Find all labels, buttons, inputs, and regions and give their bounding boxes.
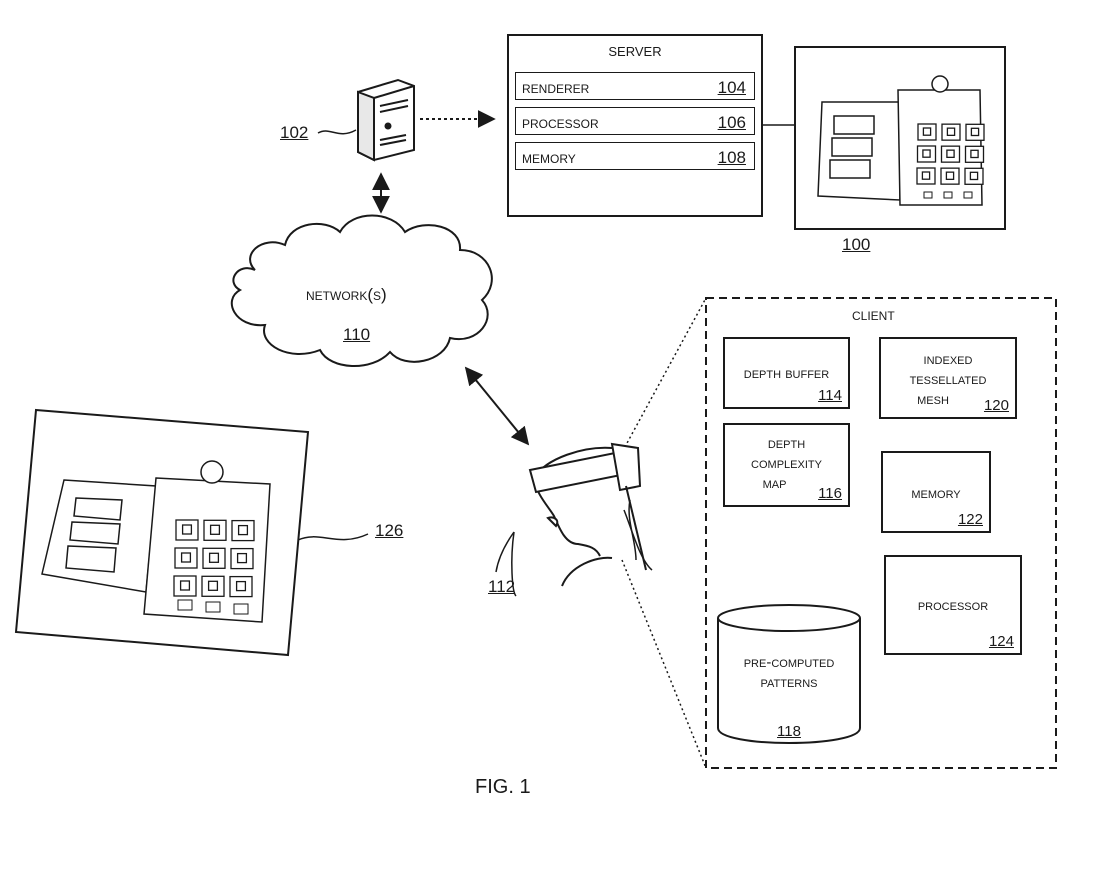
grid-tile-icon [946,127,956,136]
server-row-label: Memory [522,148,576,167]
client-dashed-box [705,297,1057,769]
processor-number: 124 [988,633,1014,650]
grid-tile-icon [181,524,193,535]
grid-tile-icon [209,524,221,535]
ref-leader-126 [297,533,369,541]
grid-tile-icon [945,171,955,180]
client-title: Client [852,305,895,324]
grid-tile-icon [179,580,191,591]
cloud-icon [230,214,493,367]
depth-complexity-line1: Depth [767,435,806,452]
depth-buffer-number: 114 [818,387,842,404]
memory-label: Memory [911,485,961,502]
ref-leader-112 [495,531,515,573]
indexed-mesh-box: Indexed Tessellated Mesh 120 [879,337,1017,419]
indexed-mesh-line3: Mesh [917,391,949,408]
grid-tile-icon [208,552,220,563]
ref-126: 126 [375,521,404,540]
memory-number: 122 [957,511,983,528]
depth-buffer-label: Depth Buffer [743,365,830,382]
depth-complexity-number: 116 [818,485,842,502]
grid-tile-icon [922,127,932,136]
processor-box: Processor 124 [884,555,1022,655]
grid-tile-icon [237,524,249,536]
grid-tile-icon [922,149,931,158]
server-row-number: 104 [717,78,746,97]
grid-tile-icon [970,127,980,137]
database-cylinder-icon [717,604,861,744]
indexed-mesh-number: 120 [983,397,1009,414]
indexed-mesh-line1: Indexed [923,351,973,368]
grid-tile-icon [921,171,931,180]
grid-tile-icon [970,149,979,159]
grid-tile-icon [235,580,247,592]
server-box: Server Renderer 104 Processor 106 Memory… [507,34,763,217]
grid-tile-icon [180,552,192,563]
server-row-label: Processor [522,113,599,132]
server-row-number: 106 [717,113,746,132]
zoom-line-top [619,297,707,457]
grid-tile-icon [969,171,979,181]
depth-complexity-line3: Map [762,475,787,492]
grid-tile-icon [236,552,248,564]
grid-tile-icon [207,580,219,591]
ref-102: 102 [280,123,309,142]
image-100 [794,46,1006,230]
figure-caption: FIG. 1 [475,776,531,798]
server-row-number: 108 [717,148,746,167]
patterns-line2: Patterns [760,674,818,691]
depth-buffer-box: Depth Buffer 114 [723,337,850,409]
server-row-label: Renderer [522,78,590,97]
grid-tile-icon [946,149,955,158]
server-row-renderer: Renderer 104 [515,72,755,100]
depth-complexity-box: Depth Complexity Map 116 [723,423,850,507]
server-row-processor: Processor 106 [515,107,755,135]
server-tower-icon [357,78,415,162]
memory-box: Memory 122 [881,451,991,533]
zoom-line-bottom [621,559,707,769]
ref-112: 112 [488,577,516,596]
ref-100: 100 [842,235,871,254]
image-126 [14,408,310,657]
ref-leader-102 [317,129,357,135]
ref-110: 110 [343,325,371,344]
depth-complexity-line2: Complexity [751,455,822,472]
server-row-memory: Memory 108 [515,142,755,170]
network-user-arrow [464,366,530,446]
indexed-mesh-line2: Tessellated [909,371,987,388]
processor-label: Processor [917,597,989,614]
patterns-line1: Pre-Computed [743,654,835,671]
network-label: Network(s) [306,285,387,304]
vr-headset-user-icon [511,442,653,597]
patterns-number: 118 [777,723,801,740]
server-title: Server [608,40,662,60]
